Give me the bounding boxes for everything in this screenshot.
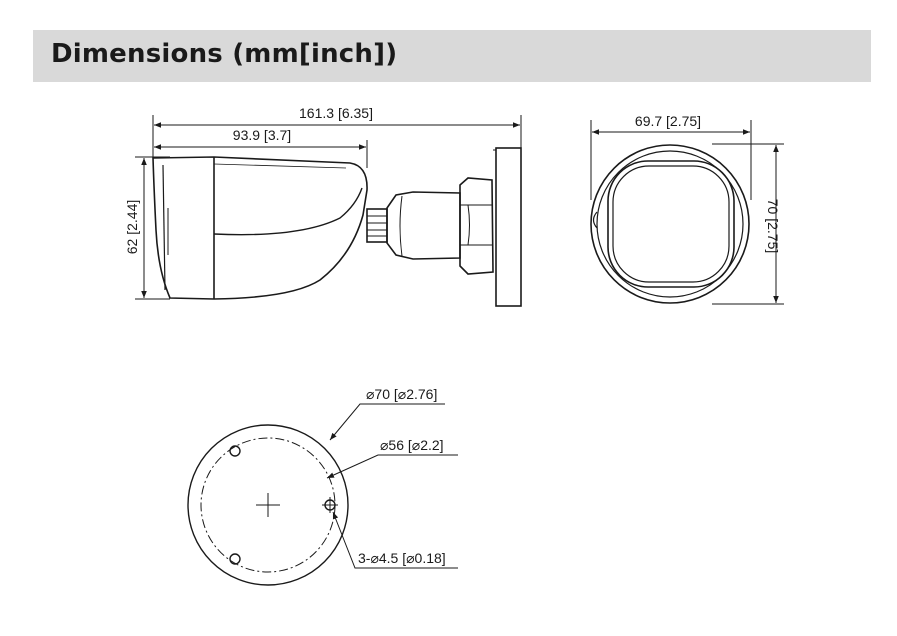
front-lens-window-outer	[607, 160, 735, 288]
base-view	[187, 403, 458, 586]
side-view	[135, 115, 522, 307]
base-holes-label: 3-⌀4.5 [⌀0.18]	[358, 550, 446, 566]
mount-hole-top	[229, 445, 241, 457]
section-title: Dimensions (mm[inch])	[51, 39, 398, 69]
base-outer-diameter-label: ⌀70 [⌀2.76]	[366, 386, 437, 402]
front-housing-outline	[590, 144, 750, 304]
camera-body-outline	[152, 156, 368, 300]
base-outer-circle	[187, 424, 349, 586]
height-label: 62 [2.44]	[124, 200, 140, 255]
front-view	[590, 120, 784, 305]
overall-length-label: 161.3 [6.35]	[299, 105, 373, 121]
front-width-label: 69.7 [2.75]	[635, 113, 701, 129]
front-lens-window	[612, 165, 730, 283]
front-height-label: 70 [2.75]	[765, 199, 781, 254]
base-hole-circle-label: ⌀56 [⌀2.2]	[380, 437, 444, 453]
wall-plate	[495, 147, 522, 307]
mount-hole-bottom	[229, 553, 241, 565]
section-header: Dimensions (mm[inch])	[33, 30, 871, 82]
body-length-label: 93.9 [3.7]	[233, 127, 291, 143]
